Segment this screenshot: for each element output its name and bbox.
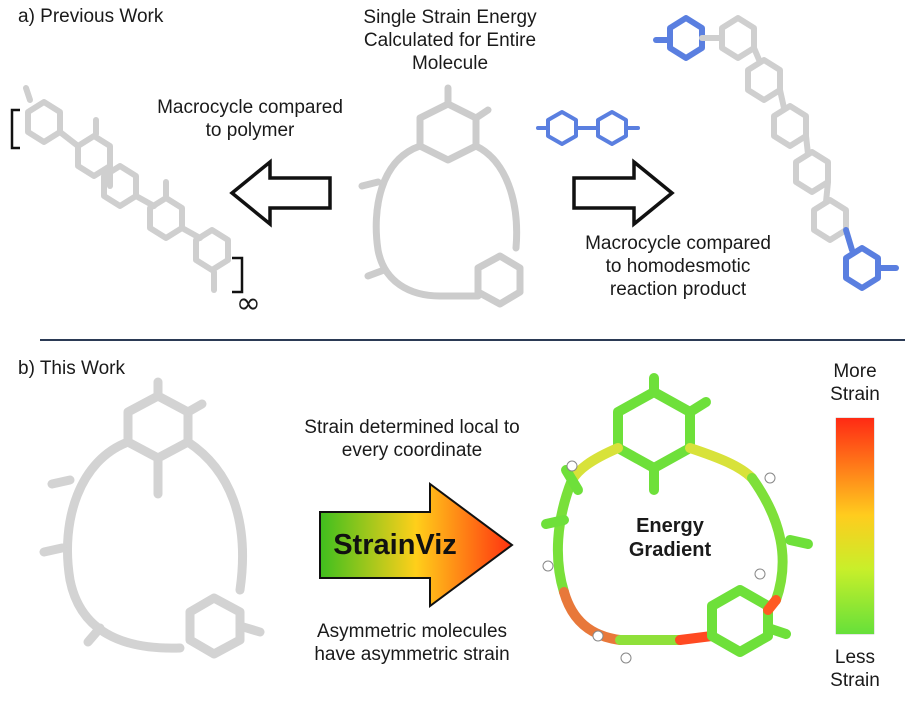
section-a-label: a) Previous Work	[18, 6, 164, 27]
bottom-caption-b-line-1: Asymmetric molecules	[316, 621, 508, 642]
arrow-left	[229, 158, 332, 228]
scale-bottom-line-1: Less	[834, 647, 876, 668]
bracket-right	[232, 256, 244, 294]
scale-top-line-1: More	[833, 361, 877, 382]
top-caption-b-line-2: every coordinate	[341, 440, 483, 461]
center-caption-line-1: Single Strain Energy	[363, 7, 537, 28]
arrow-right	[572, 158, 675, 228]
arrow-label: StrainViz	[333, 529, 457, 561]
right-caption-line-1: Macrocycle compared	[585, 233, 771, 254]
strainviz-arrow	[319, 482, 514, 608]
left-caption-line-2: to polymer	[205, 120, 295, 141]
energy-gradient-line-1: Energy	[636, 515, 704, 537]
right-caption-line-3: reaction product	[609, 279, 747, 300]
bottom-caption-b-line-2: have asymmetric strain	[314, 644, 510, 665]
center-caption-line-2: Calculated for Entire	[363, 30, 537, 51]
macrocycle-center-a	[358, 84, 524, 308]
bracket-left	[10, 108, 20, 150]
left-caption: Macrocycle compared to polymer	[120, 96, 380, 142]
bottom-caption-b: Asymmetric molecules have asymmetric str…	[262, 620, 562, 666]
scale-top-line-2: Strain	[830, 384, 880, 405]
energy-gradient-label: Energy Gradient	[610, 514, 730, 562]
homodesmotic-product	[653, 15, 899, 291]
scale-bottom-line-2: Strain	[830, 670, 880, 691]
macrocycle-strain-b	[541, 373, 813, 657]
macrocycle-gray-b	[39, 377, 265, 659]
biphenyl-fragment	[536, 110, 640, 146]
scale-top-label: More Strain	[815, 360, 895, 406]
top-caption-b-line-1: Strain determined local to	[304, 417, 520, 438]
center-caption: Single Strain Energy Calculated for Enti…	[320, 6, 580, 75]
strain-scale-bar	[836, 418, 874, 634]
scale-bottom-label: Less Strain	[815, 646, 895, 692]
right-caption: Macrocycle compared to homodesmotic reac…	[548, 232, 808, 301]
top-caption-b: Strain determined local to every coordin…	[262, 416, 562, 462]
energy-gradient-line-2: Gradient	[628, 539, 712, 561]
center-caption-line-3: Molecule	[411, 53, 489, 74]
section-b-label: b) This Work	[18, 358, 125, 379]
left-caption-line-1: Macrocycle compared	[157, 97, 343, 118]
polymer-chain	[23, 85, 231, 293]
right-caption-line-2: to homodesmotic	[605, 256, 751, 277]
infinity-symbol: ∞	[236, 286, 261, 321]
